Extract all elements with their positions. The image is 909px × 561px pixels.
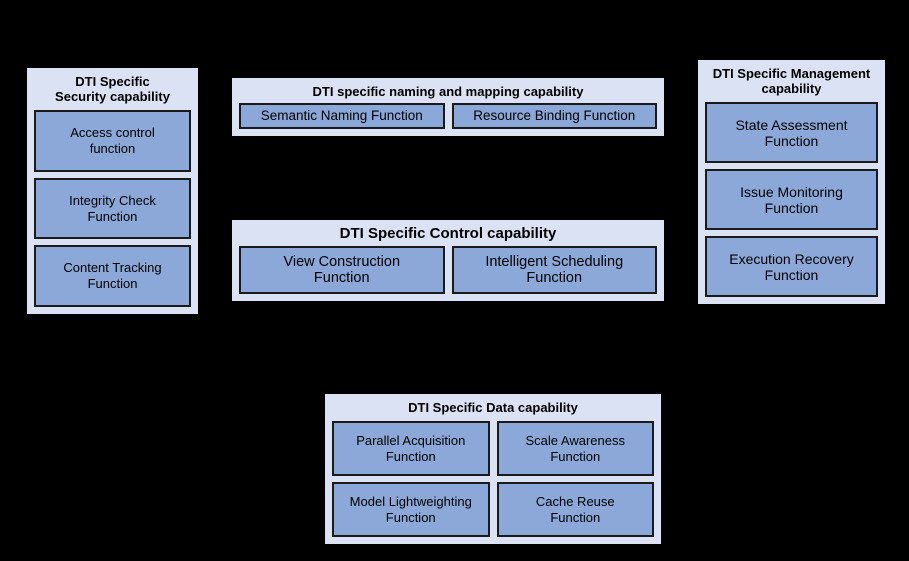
function-box-scale-awareness[interactable]: Scale Awareness Function bbox=[496, 421, 654, 476]
function-box-execution-recovery[interactable]: Execution Recovery Function bbox=[705, 236, 878, 297]
function-box-model-lightweighting[interactable]: Model Lightweighting Function bbox=[332, 482, 490, 537]
function-row: Parallel Acquisition Function Scale Awar… bbox=[332, 421, 654, 476]
capability-block-control: DTI Specific Control capability View Con… bbox=[230, 218, 666, 303]
function-row: State Assessment Function bbox=[705, 102, 878, 163]
capability-title-management: DTI Specific Management capability bbox=[712, 66, 871, 96]
function-row: Integrity Check Function bbox=[34, 177, 191, 240]
function-box-intelligent-scheduling[interactable]: Intelligent Scheduling Function bbox=[451, 246, 657, 294]
function-box-resource-binding[interactable]: Resource Binding Function bbox=[451, 103, 657, 129]
function-box-state-assessment[interactable]: State Assessment Function bbox=[705, 102, 878, 163]
function-row: Issue Monitoring Function bbox=[705, 169, 878, 230]
capability-title-data: DTI Specific Data capability bbox=[408, 400, 578, 415]
function-box-access-control[interactable]: Access control function bbox=[34, 110, 191, 172]
function-box-parallel-acquisition[interactable]: Parallel Acquisition Function bbox=[332, 421, 490, 476]
capability-block-management: DTI Specific Management capability State… bbox=[696, 58, 887, 306]
function-box-integrity-check[interactable]: Integrity Check Function bbox=[34, 177, 191, 240]
function-box-cache-reuse[interactable]: Cache Reuse Function bbox=[496, 482, 654, 537]
function-list-naming-and-mapping: Semantic Naming Function Resource Bindin… bbox=[239, 103, 657, 129]
function-box-view-construction[interactable]: View Construction Function bbox=[239, 246, 445, 294]
function-row: Execution Recovery Function bbox=[705, 236, 878, 297]
function-box-issue-monitoring[interactable]: Issue Monitoring Function bbox=[705, 169, 878, 230]
capability-title-control: DTI Specific Control capability bbox=[339, 225, 557, 242]
function-box-semantic-naming[interactable]: Semantic Naming Function bbox=[239, 103, 445, 129]
function-list-security: Access control function Integrity Check … bbox=[34, 110, 191, 308]
function-row: Content Tracking Function bbox=[34, 245, 191, 308]
function-row: Model Lightweighting Function Cache Reus… bbox=[332, 482, 654, 537]
function-list-management: State Assessment Function Issue Monitori… bbox=[705, 102, 878, 297]
capability-title-security: DTI Specific Security capability bbox=[55, 74, 170, 104]
function-box-content-tracking[interactable]: Content Tracking Function bbox=[34, 245, 191, 308]
capability-block-data: DTI Specific Data capability Parallel Ac… bbox=[323, 392, 663, 546]
function-row: Access control function bbox=[34, 110, 191, 172]
function-row: View Construction Function Intelligent S… bbox=[239, 246, 657, 294]
capability-block-security: DTI Specific Security capability Access … bbox=[25, 66, 200, 316]
capability-title-naming-and-mapping: DTI specific naming and mapping capabili… bbox=[312, 84, 584, 99]
function-list-data: Parallel Acquisition Function Scale Awar… bbox=[332, 421, 654, 537]
function-row: Semantic Naming Function Resource Bindin… bbox=[239, 103, 657, 129]
function-list-control: View Construction Function Intelligent S… bbox=[239, 246, 657, 294]
capability-block-naming-and-mapping: DTI specific naming and mapping capabili… bbox=[230, 76, 666, 138]
